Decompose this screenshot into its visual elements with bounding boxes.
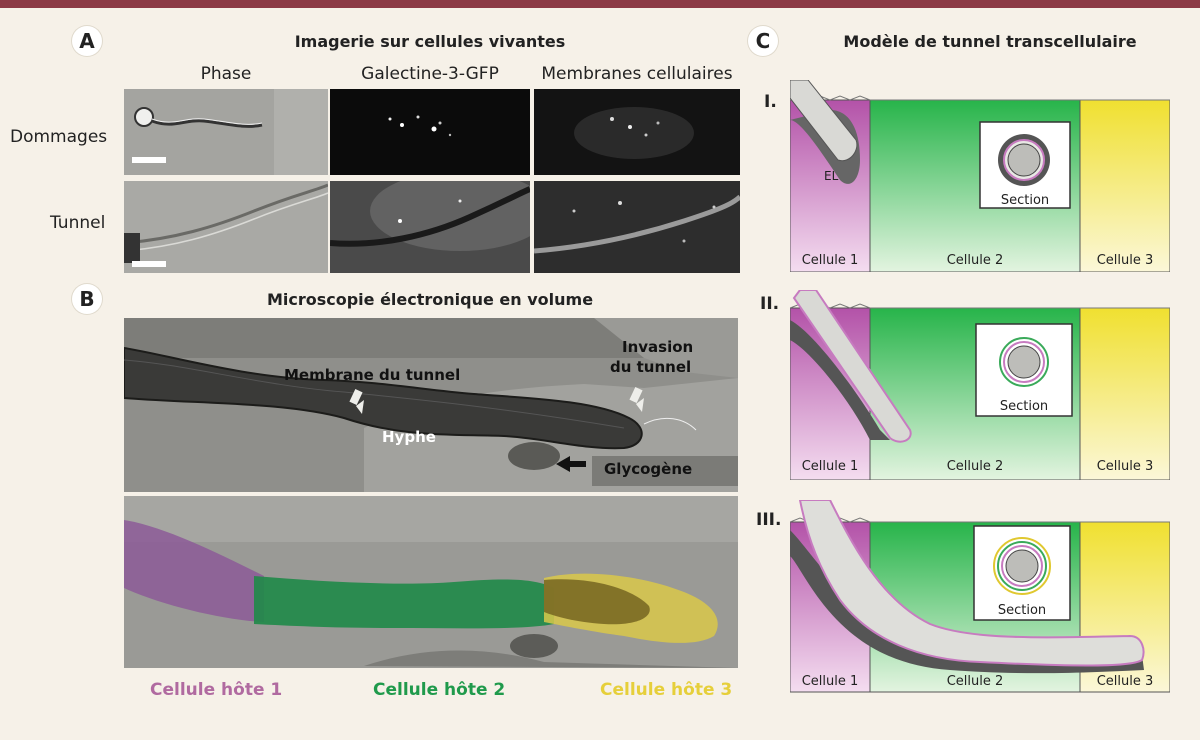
column-header-phase: Phase	[200, 64, 252, 84]
stage-3-diagram: Section Cellule 1 Cellule 2 Cellule 3	[790, 500, 1170, 693]
scale-bar	[132, 157, 166, 163]
stage-label-3: III.	[756, 510, 782, 530]
cell-label-2: Cellule 2	[947, 253, 1004, 268]
cell-label-2: Cellule 2	[947, 459, 1004, 474]
column-header-galectine: Galectine-3-GFP	[361, 64, 499, 84]
image-membranes-dommages	[534, 89, 740, 175]
image-galectine-dommages	[330, 89, 530, 175]
stage-1-diagram: EL Section Cellule 1 Cellule 2 Cellule 3	[790, 80, 1170, 272]
stage-label-2: II.	[760, 294, 780, 314]
row-header-tunnel: Tunnel	[50, 213, 106, 233]
annotation-glycogene: Glycogène	[604, 460, 692, 478]
el-label: EL	[824, 169, 839, 183]
section-label: Section	[998, 603, 1046, 618]
stage-2-diagram: Section Cellule 1 Cellule 2 Cellule 3	[790, 290, 1170, 480]
scale-bar	[132, 261, 166, 267]
panel-c-badge: C	[748, 26, 778, 56]
panel-a-badge: A	[72, 26, 102, 56]
annotation-membrane: Membrane du tunnel	[284, 366, 460, 384]
panel-b-title: Microscopie électronique en volume	[266, 290, 594, 309]
cell-label-1: Cellule 1	[802, 674, 859, 689]
host-label-2: Cellule hôte 2	[373, 680, 506, 700]
image-galectine-tunnel	[330, 181, 530, 273]
membranes-tunnel-drawing	[534, 181, 740, 273]
stage-label-1: I.	[764, 92, 777, 112]
cell-label-1: Cellule 1	[802, 253, 859, 268]
annotation-hyphe: Hyphe	[382, 428, 436, 446]
panel-c-title: Modèle de tunnel transcellulaire	[843, 32, 1137, 51]
image-phase-tunnel	[124, 181, 328, 273]
column-header-membranes: Membranes cellulaires	[541, 64, 733, 84]
row-header-dommages: Dommages	[10, 127, 108, 147]
annotation-invasion-2: du tunnel	[610, 358, 691, 376]
cell-label-3: Cellule 3	[1097, 253, 1154, 268]
cell-label-2: Cellule 2	[947, 674, 1004, 689]
phase-tunnel-drawing	[124, 181, 328, 273]
image-membranes-tunnel	[534, 181, 740, 273]
em-raw-drawing: Membrane du tunnel Invasion du tunnel Hy…	[124, 318, 738, 492]
header-bar	[0, 0, 1200, 8]
section-label: Section	[1000, 399, 1048, 414]
host-label-1: Cellule hôte 1	[150, 680, 283, 700]
cell-label-3: Cellule 3	[1097, 459, 1154, 474]
em-image-colored	[124, 496, 738, 668]
galectine-dommages-drawing	[330, 89, 530, 175]
section-label: Section	[1001, 193, 1049, 208]
em-image-raw: Membrane du tunnel Invasion du tunnel Hy…	[124, 318, 738, 492]
annotation-invasion-1: Invasion	[622, 338, 693, 356]
cell-label-3: Cellule 3	[1097, 674, 1154, 689]
cell-label-1: Cellule 1	[802, 459, 859, 474]
panel-b-badge: B	[72, 284, 102, 314]
em-colored-drawing	[124, 496, 738, 668]
galectine-tunnel-drawing	[330, 181, 530, 273]
image-phase-dommages	[124, 89, 328, 175]
membranes-dommages-drawing	[534, 89, 740, 175]
host-label-3: Cellule hôte 3	[600, 680, 733, 700]
panel-a-title: Imagerie sur cellules vivantes	[294, 32, 566, 51]
